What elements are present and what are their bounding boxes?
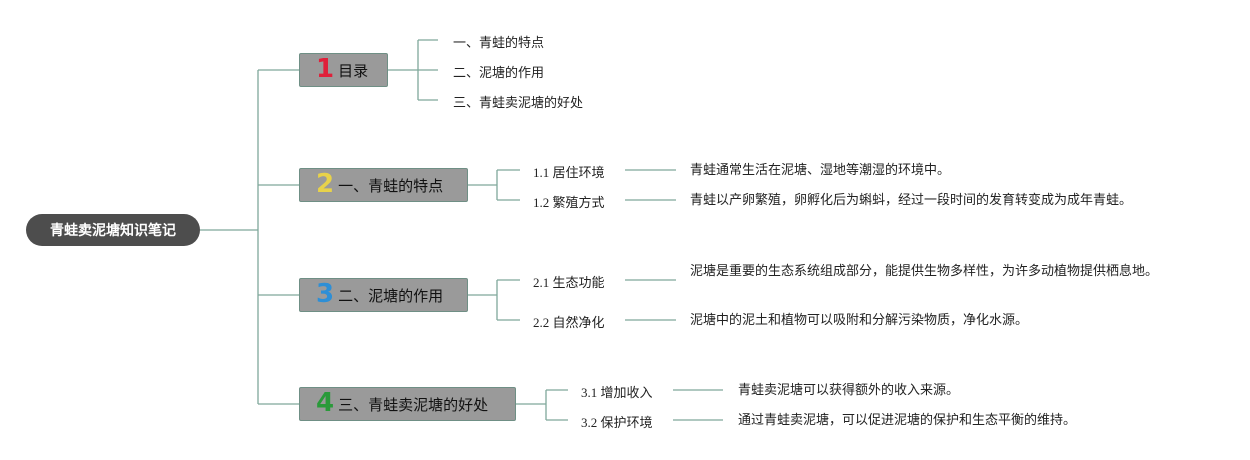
subtopic-title: 保护环境 [600, 416, 653, 431]
branch-node-benefits[interactable]: 4 三、青蛙卖泥塘的好处 [299, 387, 516, 421]
branch-label: 二、泥塘的作用 [338, 286, 444, 305]
toc-item[interactable]: 二、泥塘的作用 [453, 66, 545, 81]
connector-b4 [516, 389, 568, 421]
branch-label: 三、青蛙卖泥塘的好处 [338, 395, 489, 414]
subtopic-code: 3.2 [581, 415, 598, 430]
connector-b3-leaf [625, 279, 676, 321]
subtopic-title: 繁殖方式 [552, 196, 605, 211]
branch-number: 4 [316, 388, 335, 418]
branch-number: 1 [316, 54, 335, 84]
detail-text: 通过青蛙卖泥塘，可以促进泥塘的保护和生态平衡的维持。 [738, 413, 1077, 428]
subtopic-title: 生态功能 [552, 276, 605, 291]
connector-b2 [468, 169, 520, 201]
branch-label: 一、青蛙的特点 [338, 176, 444, 195]
subtopic-node[interactable]: 2.1 生态功能 [533, 272, 605, 291]
detail-text: 泥塘是重要的生态系统组成部分，能提供生物多样性，为许多动植物提供栖息地。 [690, 264, 1159, 279]
branch-node-toc[interactable]: 1 目录 [299, 53, 388, 87]
connector-b4-leaf [673, 389, 723, 421]
subtopic-code: 3.1 [581, 385, 598, 400]
branch-number: 2 [316, 169, 335, 199]
root-label: 青蛙卖泥塘知识笔记 [50, 223, 176, 239]
subtopic-code: 2.1 [533, 275, 550, 290]
detail-text: 青蛙以产卵繁殖，卵孵化后为蝌蚪，经过一段时间的发育转变成为成年青蛙。 [690, 193, 1133, 208]
subtopic-title: 自然净化 [552, 316, 605, 331]
subtopic-title: 增加收入 [600, 386, 653, 401]
branch-label: 目录 [338, 61, 369, 80]
connector-b1 [388, 39, 438, 101]
detail-text: 青蛙通常生活在泥塘、湿地等潮湿的环境中。 [690, 163, 951, 178]
detail-text: 青蛙卖泥塘可以获得额外的收入来源。 [738, 383, 960, 398]
connector-b2-leaf [625, 169, 676, 201]
branch-node-pond-function[interactable]: 3 二、泥塘的作用 [299, 278, 468, 312]
subtopic-code: 2.2 [533, 315, 550, 330]
detail-text: 泥塘中的泥土和植物可以吸附和分解污染物质，净化水源。 [690, 313, 1029, 328]
subtopic-code: 1.1 [533, 165, 550, 180]
subtopic-node[interactable]: 1.1 居住环境 [533, 162, 605, 181]
subtopic-node[interactable]: 1.2 繁殖方式 [533, 192, 605, 211]
subtopic-title: 居住环境 [552, 166, 605, 181]
subtopic-node[interactable]: 3.2 保护环境 [581, 412, 653, 431]
root-node[interactable]: 青蛙卖泥塘知识笔记 [26, 214, 200, 246]
toc-item[interactable]: 三、青蛙卖泥塘的好处 [453, 96, 584, 111]
connector-b3 [468, 279, 520, 321]
subtopic-node[interactable]: 3.1 增加收入 [581, 382, 653, 401]
toc-item[interactable]: 一、青蛙的特点 [453, 36, 545, 51]
branch-number: 3 [316, 279, 335, 309]
subtopic-node[interactable]: 2.2 自然净化 [533, 312, 605, 331]
branch-node-frog-features[interactable]: 2 一、青蛙的特点 [299, 168, 468, 202]
subtopic-code: 1.2 [533, 195, 550, 210]
